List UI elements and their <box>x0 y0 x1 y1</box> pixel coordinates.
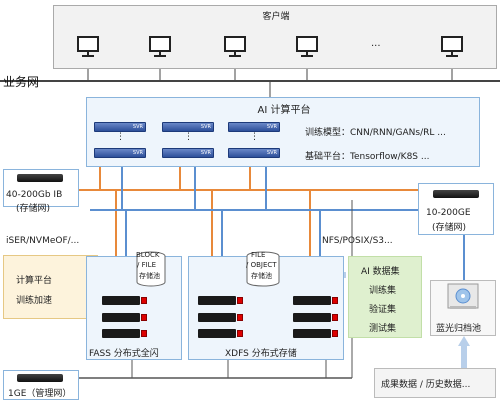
storage-node-icon <box>198 329 243 338</box>
protocols-right-label: NFS/POSIX/S3... <box>322 236 393 246</box>
fass-pool-line1: BLOCK <box>136 251 160 259</box>
monitor-icon <box>77 36 99 57</box>
server-icon <box>94 148 146 158</box>
storage-node-icon <box>198 313 243 322</box>
ai-platform-title: AI 计算平台 <box>257 105 311 116</box>
arrow-up-icon <box>458 336 470 346</box>
ib-switch-line1: 40-200Gb IB <box>6 190 63 200</box>
results-data-label: 成果数据 / 历史数据... <box>381 380 471 390</box>
network-switch-icon <box>17 374 63 382</box>
storage-node-icon <box>293 329 338 338</box>
compute-platform-line2: 训练加速 <box>16 296 53 306</box>
server-icon <box>162 122 214 132</box>
training-models-label: 训练模型：CNN/RNN/GANs/RL ... <box>305 128 446 138</box>
xdfs-pool-line3: 存储池 <box>251 272 272 280</box>
ge-switch-line1: 10-200GE <box>426 208 471 218</box>
arrow-up-icon <box>461 346 467 368</box>
compute-platform-line1: 计算平台 <box>16 276 53 286</box>
monitor-icon <box>149 36 171 57</box>
ge-switch-line2: (存储网) <box>432 223 467 233</box>
xdfs-pool-line2: / OBJECT <box>246 261 277 269</box>
monitor-icon <box>224 36 246 57</box>
ai-dataset-item: 训练集 <box>369 286 397 296</box>
protocols-left-label: iSER/NVMeOF/... <box>6 236 80 246</box>
monitor-icon <box>296 36 318 57</box>
storage-node-icon <box>293 296 338 305</box>
server-dots: ⋮ <box>250 132 259 142</box>
results-data-box: 成果数据 / 历史数据... <box>374 368 496 398</box>
compute-platform-box: 计算平台 训练加速 <box>3 255 98 319</box>
network-switch-icon <box>433 190 479 198</box>
fass-storage-box: FASS 分布式全闪 <box>86 256 182 360</box>
server-dots: ⋮ <box>184 132 193 142</box>
storage-node-icon <box>102 296 147 305</box>
server-icon <box>228 148 280 158</box>
storage-node-icon <box>102 313 147 322</box>
xdfs-pool-line1: FILE <box>251 251 266 259</box>
fass-pool-line2: / FILE <box>137 261 156 269</box>
fass-pool-line3: 存储池 <box>139 272 160 280</box>
business-net-label: 业务网 <box>3 75 40 89</box>
server-dots: ⋮ <box>116 132 125 142</box>
fass-label: FASS 分布式全闪 <box>89 349 159 359</box>
monitor-icon <box>441 36 463 57</box>
base-platform-label: 基础平台：Tensorflow/K8S ... <box>305 152 430 162</box>
client-area-title: 客户端 <box>262 12 290 22</box>
bluray-label: 蓝光归档池 <box>436 324 482 334</box>
ai-dataset-box: AI 数据集 训练集 验证集 测试集 <box>348 256 422 338</box>
client-ellipsis: ... <box>371 38 381 49</box>
server-icon <box>162 148 214 158</box>
ai-dataset-item: AI 数据集 <box>361 267 400 277</box>
network-switch-icon <box>17 174 63 182</box>
storage-node-icon <box>198 296 243 305</box>
mgmt-net-label: 1GE（管理网） <box>8 389 72 399</box>
client-area: 客户端 <box>53 5 497 69</box>
server-icon <box>94 122 146 132</box>
xdfs-label: XDFS 分布式存储 <box>225 349 297 359</box>
storage-node-icon <box>293 313 338 322</box>
server-icon <box>228 122 280 132</box>
ib-switch-line2: (存储网) <box>16 204 51 214</box>
ai-dataset-item: 测试集 <box>369 324 397 334</box>
ai-dataset-item: 验证集 <box>369 305 397 315</box>
ai-platform-box: AI 计算平台 训练模型：CNN/RNN/GANs/RL ... 基础平台：Te… <box>86 97 480 167</box>
storage-node-icon <box>102 329 147 338</box>
